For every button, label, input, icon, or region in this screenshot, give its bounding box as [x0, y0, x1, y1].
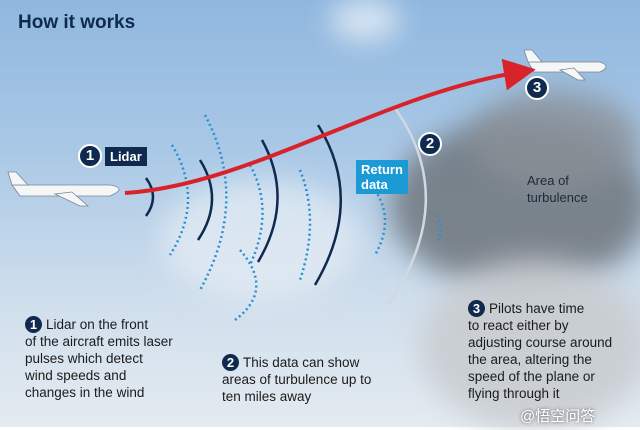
step-3: 3 Pilots have time to react either by ad…: [468, 300, 612, 402]
step-3-number: 3: [468, 300, 485, 317]
lidar-pulses-dotted: [168, 114, 443, 321]
plane-left: [7, 171, 120, 207]
laser-arrow: [124, 58, 536, 195]
area-of-turbulence-label: Area of turbulence: [527, 173, 588, 205]
step-2-text: This data can show areas of turbulence u…: [222, 355, 372, 404]
step-2: 2 This data can show areas of turbulence…: [222, 354, 371, 405]
step-1-text: Lidar on the front of the aircraft emits…: [25, 317, 173, 400]
step-1-number: 1: [25, 316, 42, 333]
marker-1: 1: [78, 144, 102, 168]
step-2-number: 2: [222, 354, 239, 371]
cloud: [420, 260, 640, 430]
lidar-pulses-solid: [144, 107, 427, 306]
marker-3: 3: [525, 76, 549, 100]
cloud: [470, 90, 640, 190]
step-3-text: Pilots have time to react either by adju…: [468, 301, 613, 401]
marker-2: 2: [418, 132, 442, 156]
watermark: @悟空问答: [520, 408, 596, 425]
page-title: How it works: [18, 12, 136, 33]
step-1: 1 Lidar on the front of the aircraft emi…: [25, 316, 173, 401]
cloud: [330, 0, 400, 40]
cloud: [160, 180, 360, 300]
return-data-label: Return data: [356, 160, 408, 194]
lidar-label: Lidar: [105, 147, 147, 166]
